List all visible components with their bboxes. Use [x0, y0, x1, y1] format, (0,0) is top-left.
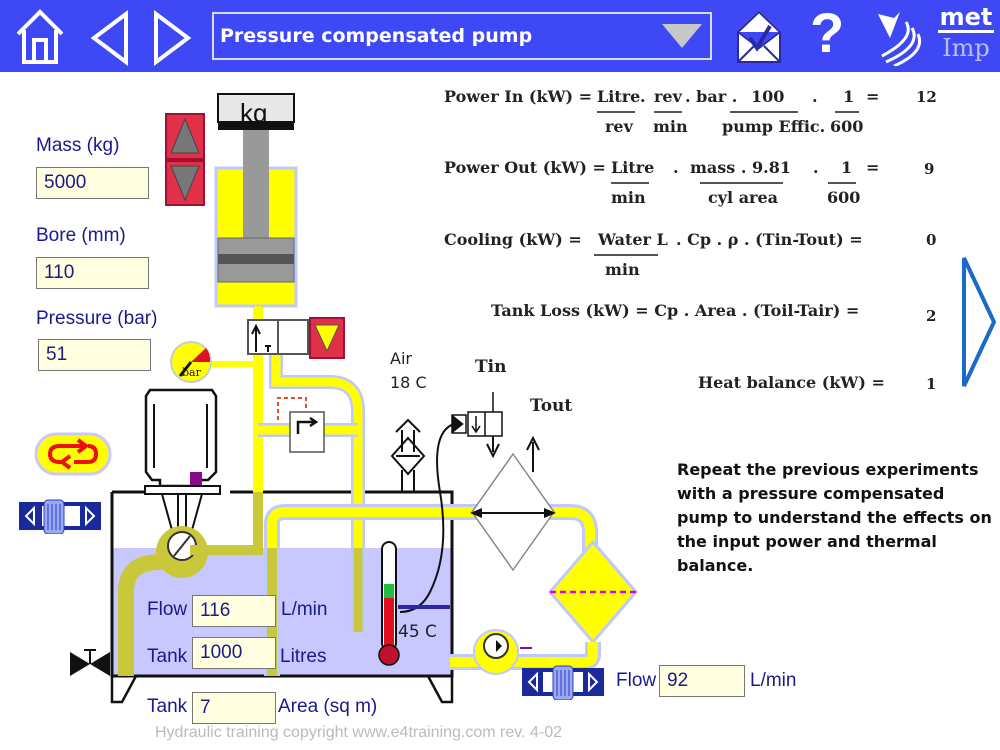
oil-temperature: 45 C — [398, 622, 437, 642]
up-arrow-icon — [170, 117, 200, 154]
top-toolbar: Pressure compensated pump ? met Imp — [0, 0, 1000, 72]
tank-area-label: Tank — [147, 696, 188, 717]
tank-legs — [110, 675, 454, 704]
pressure-input[interactable] — [38, 339, 151, 371]
bore-label: Bore (mm) — [36, 225, 126, 246]
motor — [144, 388, 218, 488]
instruction-text: Repeat the previous experiments with a p… — [677, 460, 992, 575]
tank-volume-input[interactable] — [192, 637, 276, 669]
motor-speed-slider[interactable] — [18, 498, 102, 534]
dropdown-arrow-icon[interactable] — [662, 24, 702, 48]
mass-label: Mass (kg) — [36, 135, 120, 156]
back-arrow-icon[interactable] — [88, 10, 132, 66]
pump-flow-input[interactable] — [192, 595, 276, 627]
forward-arrow-icon[interactable] — [150, 10, 194, 66]
valve-toggle-button[interactable] — [309, 317, 345, 359]
gauge-label: bar — [182, 366, 201, 379]
cooling-flow-label: Flow — [616, 670, 657, 691]
reverse-button[interactable] — [34, 432, 114, 478]
next-page-arrow-icon[interactable] — [960, 252, 1000, 392]
copyright-footer: Hydraulic training copyright www.e4train… — [155, 724, 562, 741]
air-breather — [390, 418, 426, 492]
units-toggle[interactable]: met Imp — [938, 4, 994, 63]
mass-input[interactable] — [36, 167, 149, 199]
tank-volume-unit: Litres — [280, 646, 327, 667]
tank-area-unit: Area (sq m) — [278, 696, 378, 717]
power-in-value: 12 — [916, 88, 937, 106]
cooling-flow-input[interactable] — [659, 665, 745, 697]
units-imperial-label: Imp — [942, 34, 990, 62]
help-icon[interactable]: ? — [810, 1, 845, 64]
heat-balance-value: 1 — [926, 375, 937, 393]
tank-loss-value: 2 — [926, 307, 937, 325]
cooling-flow-slider[interactable] — [521, 664, 605, 700]
pressure-label: Pressure (bar) — [36, 308, 158, 329]
mass-decrease-button[interactable] — [165, 160, 205, 206]
mass-increase-button[interactable] — [165, 113, 205, 160]
units-metric-label: met — [938, 3, 994, 33]
tank-area-input[interactable] — [192, 692, 276, 724]
heat-balance-label: Heat balance (kW) = — [698, 373, 885, 392]
sound-icon[interactable] — [872, 8, 924, 66]
air-label: Air — [390, 349, 412, 368]
bore-input[interactable] — [36, 257, 149, 289]
piston-rod — [243, 118, 269, 238]
down-arrow-icon — [170, 165, 200, 202]
flow-label: Flow — [147, 599, 188, 620]
topic-title: Pressure compensated pump — [220, 25, 533, 47]
air-temp: 18 C — [390, 373, 427, 392]
down-arrow-icon — [314, 324, 340, 353]
home-icon[interactable] — [14, 8, 66, 66]
tank-loss-equation: Tank Loss (kW) = Cp . Area . (Toil-Tair)… — [491, 301, 860, 320]
cooling-value: 0 — [926, 231, 937, 249]
motor-indicator — [190, 472, 202, 486]
power-out-value: 9 — [924, 160, 935, 178]
cooling-flow-unit: L/min — [750, 670, 797, 691]
relief-valve — [289, 411, 325, 453]
tin-label: Tin — [475, 357, 507, 377]
flow-unit: L/min — [281, 599, 328, 620]
mass-block-label: kg — [240, 98, 268, 128]
topic-selector[interactable]: Pressure compensated pump — [212, 12, 712, 60]
tout-label: Tout — [530, 396, 573, 416]
mail-icon[interactable] — [734, 8, 784, 66]
tank-volume-label: Tank — [147, 646, 188, 667]
